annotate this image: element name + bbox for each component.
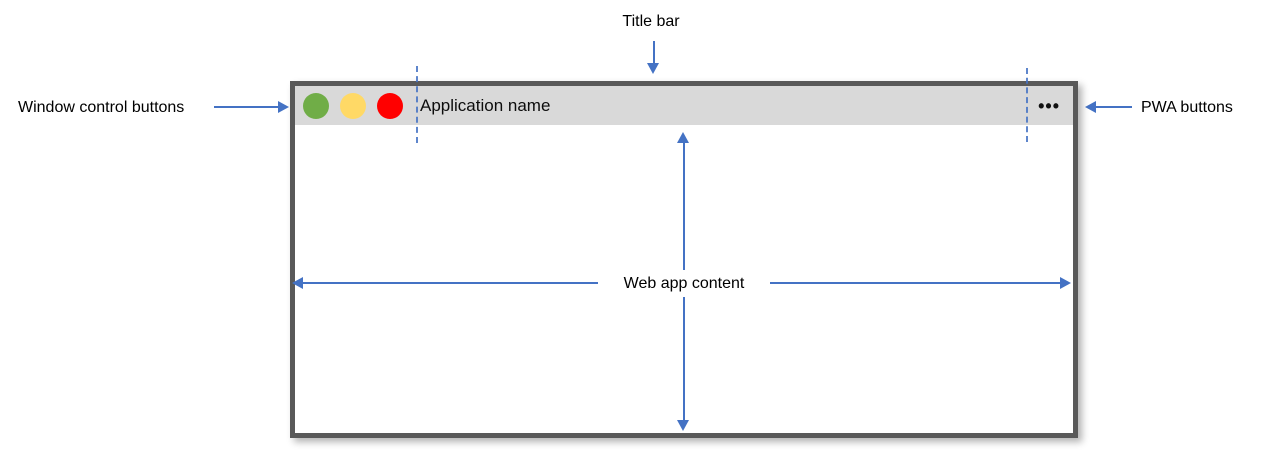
web-app-content-label: Web app content <box>623 275 745 292</box>
title-bar-label: Title bar <box>622 13 680 30</box>
content-arrow-line-up <box>683 142 685 270</box>
content-arrowhead-left-icon <box>292 277 303 289</box>
title-bar-arrowhead-icon <box>647 63 659 74</box>
window-controls-separator-dashed-line <box>416 66 418 143</box>
title-bar-arrow-line <box>653 41 655 64</box>
window-controls-label: Window control buttons <box>18 99 185 116</box>
content-arrowhead-right-icon <box>1060 277 1071 289</box>
pwa-buttons-arrow-line <box>1096 106 1132 108</box>
pwa-buttons-arrowhead-icon <box>1085 101 1096 113</box>
content-arrow-line-down <box>683 297 685 421</box>
more-options-icon[interactable]: ••• <box>1038 95 1060 116</box>
window-controls-arrowhead-icon <box>278 101 289 113</box>
window-controls-arrow-line <box>214 106 278 108</box>
content-arrowhead-down-icon <box>677 420 689 431</box>
pwa-buttons-label: PWA buttons <box>1141 99 1233 116</box>
application-name: Application name <box>420 95 551 115</box>
content-arrow-line-left <box>301 282 598 284</box>
window-control-green-button[interactable] <box>303 92 329 119</box>
pwa-buttons-separator-dashed-line <box>1026 68 1028 142</box>
window-control-red-button[interactable] <box>377 92 403 119</box>
title-bar[interactable]: Application name ••• <box>295 86 1073 125</box>
content-arrowhead-up-icon <box>677 132 689 143</box>
content-arrow-line-right <box>770 282 1062 284</box>
window-control-yellow-button[interactable] <box>340 92 366 119</box>
